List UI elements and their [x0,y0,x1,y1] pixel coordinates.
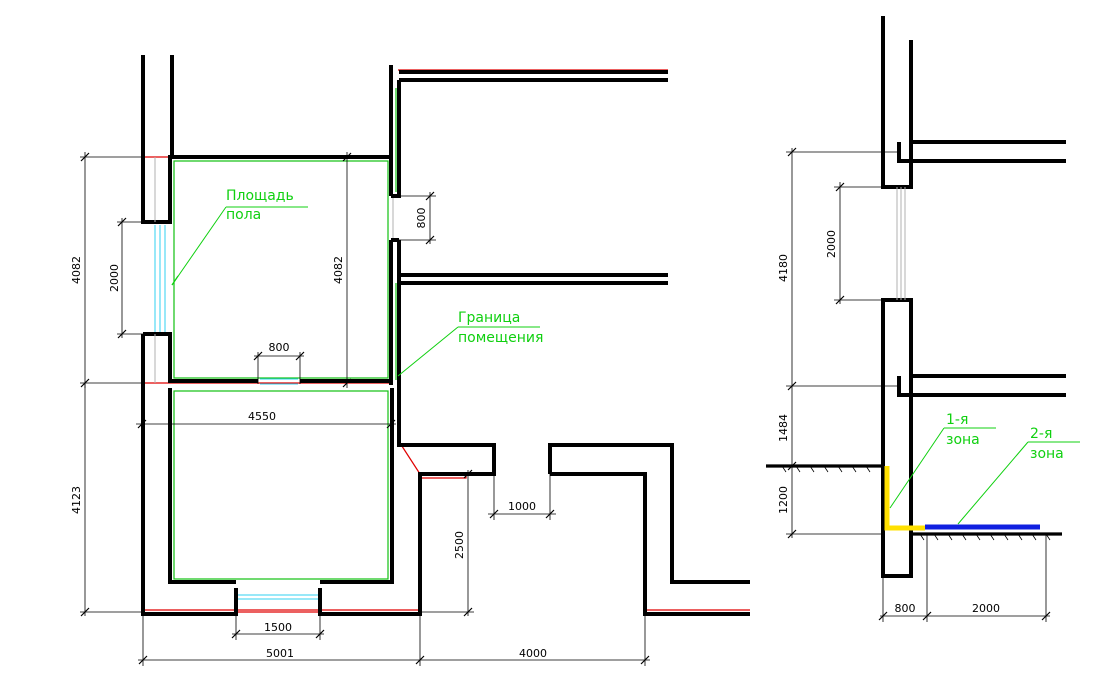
plan-notes: Площадь пола Граница помещения [171,188,543,377]
plan-walls [141,55,750,616]
dim-2000-zone2: 2000 [972,602,1000,615]
dim-2500: 2500 [453,531,466,559]
note-floor-area-1: Площадь [226,188,294,204]
dim-4082-left: 4082 [70,256,83,284]
note-zone1-2: зона [946,432,980,448]
section-ground-hatch [781,465,1051,541]
note-zone1-1: 1-я [946,412,968,428]
plan-glazing [154,157,394,600]
dim-4180: 4180 [777,254,790,282]
section-window [896,187,906,300]
dim-800-door-right: 800 [415,208,428,229]
note-zone2-1: 2-я [1030,426,1052,442]
note-room-boundary-1: Граница [458,310,520,326]
plan-room-boundary [173,88,397,580]
dim-800-wall: 800 [895,602,916,615]
dim-4550: 4550 [248,410,276,423]
note-floor-area-2: пола [226,207,261,223]
dim-800-door-inner: 800 [269,341,290,354]
note-room-boundary-2: помещения [458,330,543,346]
section-dimension-labels: 4180 2000 1484 1200 800 2000 [777,230,1000,615]
dim-4082-room: 4082 [332,256,345,284]
plan-red-outline [141,55,750,613]
dim-1484: 1484 [777,414,790,442]
section-view: 4180 2000 1484 1200 800 2000 1-я зона 2-… [766,16,1080,622]
dim-5001: 5001 [266,647,294,660]
section-notes: 1-я зона 2-я зона [889,412,1080,525]
section-walls [766,16,1066,578]
note-zone2-2: зона [1030,446,1064,462]
dim-1500: 1500 [264,621,292,634]
plan-dimension-labels: 4082 2000 4082 800 800 4550 4123 2500 10… [70,208,547,661]
dim-2000-left: 2000 [108,264,121,292]
dim-4123: 4123 [70,486,83,514]
floor-plan: 4082 2000 4082 800 800 4550 4123 2500 10… [70,55,750,666]
dim-2000-window: 2000 [825,230,838,258]
dim-1000: 1000 [508,500,536,513]
dim-4000: 4000 [519,647,547,660]
section-dimensions [786,147,1051,622]
zone1-strip [884,466,925,531]
dim-1200: 1200 [777,486,790,514]
plan-dimensions [80,152,650,666]
section-zones [884,466,1040,531]
